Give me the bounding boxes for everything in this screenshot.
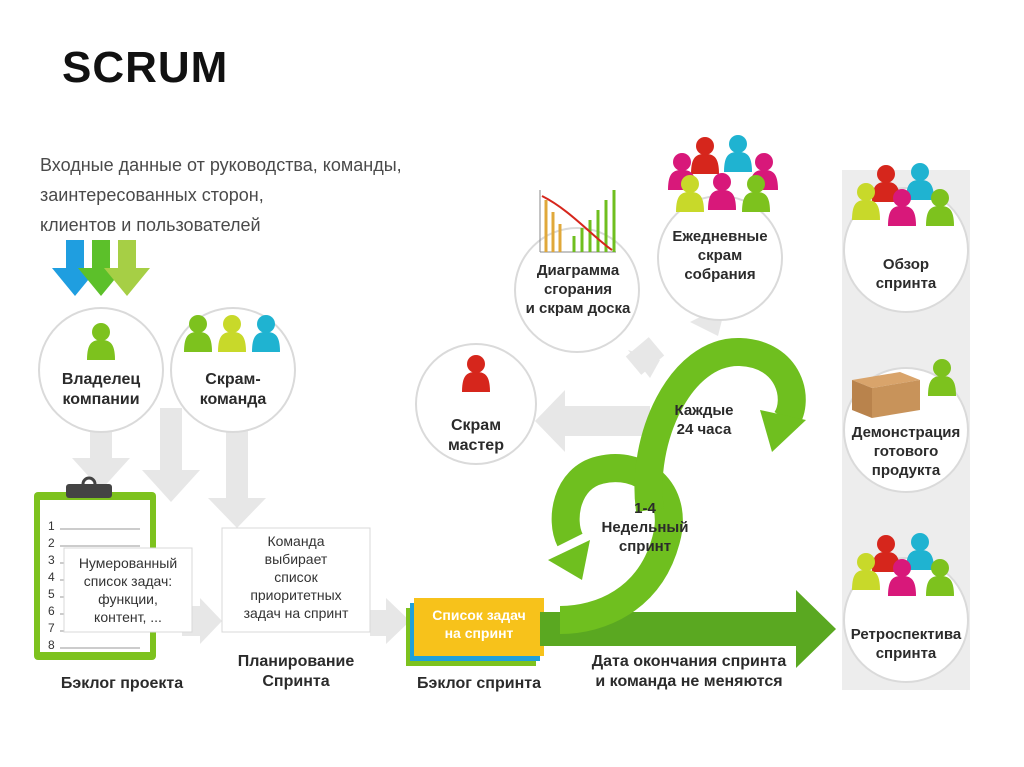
planning-note: Команда выбирает список приоритетных зад… [222, 532, 370, 622]
planning-note-box [221, 527, 371, 633]
retro-line-2: спринта [875, 644, 937, 662]
backlog-number: 2 [48, 536, 55, 550]
backlog-note-line-3: функции, [98, 591, 158, 607]
sprint-cycle-arrowhead [548, 540, 590, 580]
planning-note-line-1: Команда [267, 533, 325, 549]
planning-label-line-1: Планирование [237, 653, 355, 670]
end-note-line-1: Дата окончания спринта [591, 653, 787, 670]
burndown-line-3: и скрам доска [525, 299, 631, 317]
backlog-label: Бэклог проекта [60, 675, 184, 692]
role-owner-line-2: компании [62, 391, 140, 408]
demo-line-2: готового [873, 442, 939, 460]
sprint-cycle-line-3: спринт [618, 537, 672, 555]
role-team-line-1: Скрам- [205, 371, 261, 388]
sprint-backlog-label: Бэклог спринта [417, 675, 541, 692]
backlog-note-line-4: контент, ... [94, 609, 162, 625]
retro-line-1: Ретроспектива [850, 626, 962, 643]
planning-note-line-3: список [274, 569, 318, 585]
backlog-number: 7 [48, 621, 55, 635]
input-arrows [52, 240, 150, 296]
daily-meetings-line-3: собрания [684, 265, 756, 283]
role-team-label: Скрам- команда [180, 370, 286, 410]
daily-meetings-line-1: Ежедневные [672, 228, 768, 245]
product-box-icon [852, 372, 920, 418]
role-team-line-2: команда [199, 391, 267, 408]
demo-line-1: Демонстрация [851, 424, 961, 441]
review-line-1: Обзор [882, 256, 930, 273]
planning-note-line-5: задач на спринт [243, 605, 349, 621]
burndown-line-2: сгорания [543, 280, 613, 298]
sprint-review-label: Обзор спринта [850, 256, 962, 294]
sprint-card-line-1: Список задач [432, 607, 526, 623]
planning-label-line-2: Спринта [262, 673, 330, 690]
sprint-end-note: Дата окончания спринта и команда не меня… [574, 652, 804, 692]
backlog-number: 3 [48, 553, 55, 567]
role-owner-line-1: Владелец [61, 371, 141, 388]
sprint-backlog-card-text: Список задач на спринт [414, 607, 544, 642]
input-line-3: клиентов и пользователей [40, 215, 261, 235]
backlog-number: 8 [48, 638, 55, 652]
planning-label: Планирование Спринта [224, 652, 368, 692]
input-line-1: Входные данные от руководства, команды, [40, 155, 402, 175]
input-line-2: заинтересованных сторон, [40, 185, 264, 205]
daily-cycle-line-1: Каждые [674, 402, 734, 419]
backlog-note-box [63, 547, 193, 633]
burndown-label: Диаграмма сгорания и скрам доска [516, 262, 640, 318]
planning-note-line-4: приоритетных [250, 587, 342, 603]
backlog-number: 1 [48, 519, 55, 533]
backlog-number: 5 [48, 587, 55, 601]
end-note-line-2: и команда не меняются [595, 673, 783, 690]
burndown-line-1: Диаграмма [536, 262, 620, 279]
backlog-note-line-2: список задач: [83, 573, 173, 589]
demo-line-3: продукта [871, 461, 941, 479]
role-master-line-1: Скрам [450, 417, 502, 434]
sprint-backlog-cards [406, 598, 544, 666]
retro-label: Ретроспектива спринта [838, 626, 974, 664]
role-master-line-2: мастер [448, 437, 504, 454]
burndown-icon [539, 190, 616, 253]
sprint-cycle-spiral [551, 338, 806, 634]
daily-cycle-arrowhead [760, 410, 806, 452]
page-title: SCRUM [62, 43, 229, 92]
backlog-number: 6 [48, 604, 55, 618]
planning-note-line-2: выбирает [264, 551, 328, 567]
input-description: Входные данные от руководства, команды, … [40, 150, 420, 240]
role-master-label: Скрам мастер [424, 416, 528, 456]
role-owner-label: Владелец компании [48, 370, 154, 410]
backlog-note-line-1: Нумерованный [78, 555, 178, 571]
daily-meetings-line-2: скрам [697, 246, 743, 264]
sprint-card-line-2: на спринт [444, 624, 514, 641]
demo-label: Демонстрация готового продукта [840, 424, 972, 480]
backlog-note: Нумерованный список задач: функции, конт… [64, 554, 192, 626]
backlog-numbers: 1 2 3 4 5 6 7 8 [48, 518, 55, 654]
sprint-cycle-line-1: 1-4 [634, 500, 656, 517]
backlog-number: 4 [48, 570, 55, 584]
sprint-cycle-line-2: Недельный [601, 518, 689, 536]
daily-cycle-label: Каждые 24 часа [656, 402, 752, 440]
daily-cycle-line-2: 24 часа [676, 420, 732, 438]
daily-meetings-label: Ежедневные скрам собрания [658, 228, 782, 284]
sprint-cycle-label: 1-4 Недельный спринт [590, 500, 700, 556]
review-line-2: спринта [875, 274, 937, 292]
